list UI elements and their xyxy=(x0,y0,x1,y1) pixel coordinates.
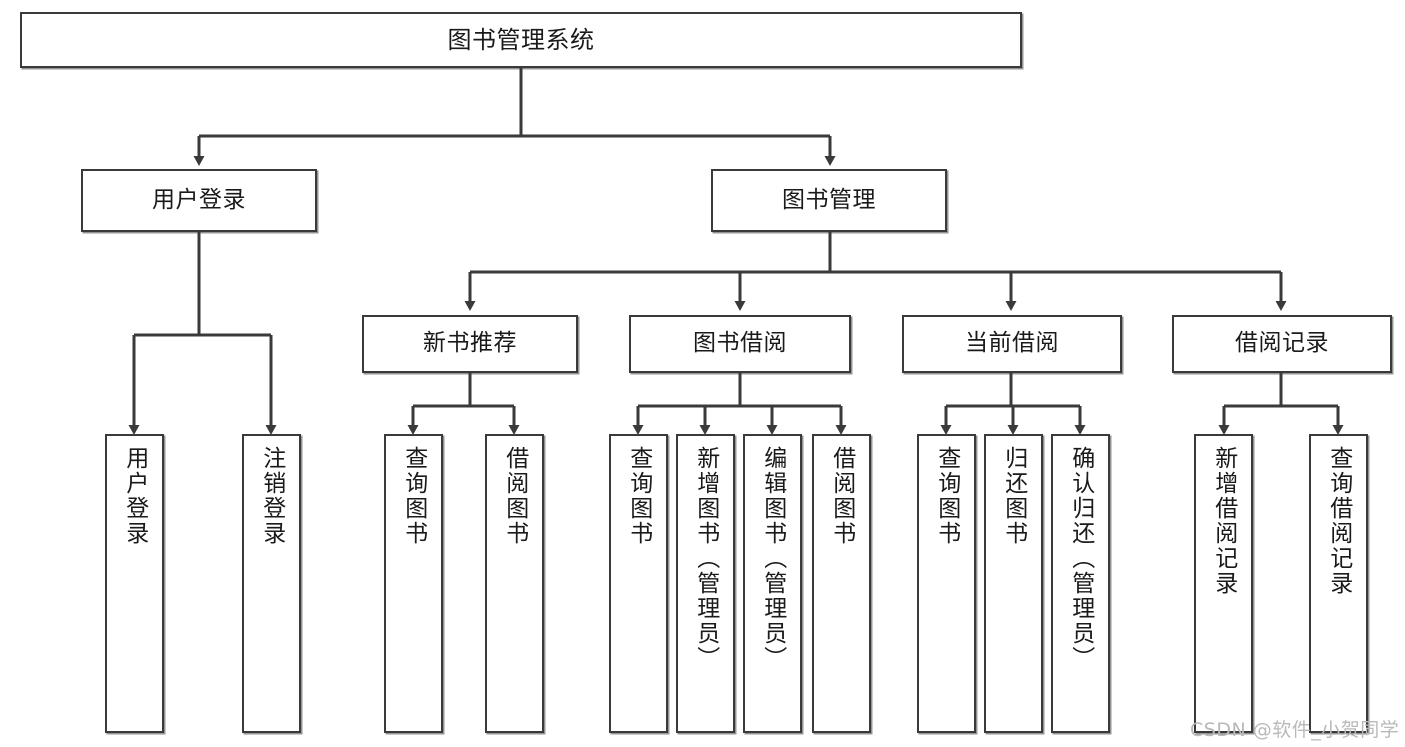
node-new-book-recommend[interactable]: 新书推荐 xyxy=(362,315,578,373)
node-label: 确认归还（管理员） xyxy=(1067,446,1094,671)
leaf-borrow-edit-book-admin[interactable]: 编辑图书（管理员） xyxy=(743,434,802,733)
leaf-user-logout[interactable]: 注销登录 xyxy=(242,434,301,733)
leaf-current-return-book[interactable]: 归还图书 xyxy=(984,434,1043,733)
node-label: 借阅记录 xyxy=(1235,330,1329,357)
leaf-current-query-book[interactable]: 查询图书 xyxy=(917,434,976,733)
leaf-borrow-query-book[interactable]: 查询图书 xyxy=(609,434,668,733)
watermark-text: CSDN @软件_小贺同学 xyxy=(1190,719,1400,741)
node-label: 图书借阅 xyxy=(693,330,787,357)
node-label: 查询图书 xyxy=(625,446,652,546)
leaf-recommend-query-book[interactable]: 查询图书 xyxy=(384,434,443,733)
node-label: 借阅图书 xyxy=(828,446,855,546)
node-label: 新增图书（管理员） xyxy=(692,446,719,671)
node-label: 编辑图书（管理员） xyxy=(759,446,786,671)
node-label: 查询借阅记录 xyxy=(1325,446,1352,596)
node-label: 新书推荐 xyxy=(423,330,517,357)
node-label: 注销登录 xyxy=(258,446,285,546)
node-user-login[interactable]: 用户登录 xyxy=(81,169,317,232)
node-book-borrow[interactable]: 图书借阅 xyxy=(629,315,851,373)
node-label: 新增借阅记录 xyxy=(1210,446,1237,596)
node-label: 借阅图书 xyxy=(501,446,528,546)
node-label: 用户登录 xyxy=(121,446,148,546)
node-label: 查询图书 xyxy=(933,446,960,546)
node-label: 查询图书 xyxy=(400,446,427,546)
leaf-record-query-record[interactable]: 查询借阅记录 xyxy=(1309,434,1368,733)
node-label: 图书管理系统 xyxy=(447,25,595,54)
node-label: 当前借阅 xyxy=(965,330,1059,357)
node-label: 图书管理 xyxy=(782,186,876,213)
leaf-borrow-add-book-admin[interactable]: 新增图书（管理员） xyxy=(676,434,735,733)
leaf-record-add-record[interactable]: 新增借阅记录 xyxy=(1194,434,1253,733)
leaf-current-confirm-return-admin[interactable]: 确认归还（管理员） xyxy=(1051,434,1110,733)
leaf-user-login[interactable]: 用户登录 xyxy=(105,434,164,733)
node-label: 用户登录 xyxy=(152,186,246,213)
node-current-borrow[interactable]: 当前借阅 xyxy=(902,315,1122,373)
node-borrow-record[interactable]: 借阅记录 xyxy=(1172,315,1392,373)
node-book-management[interactable]: 图书管理 xyxy=(711,169,947,232)
leaf-borrow-borrow-book[interactable]: 借阅图书 xyxy=(812,434,871,733)
node-root-system[interactable]: 图书管理系统 xyxy=(20,12,1022,68)
leaf-recommend-borrow-book[interactable]: 借阅图书 xyxy=(485,434,544,733)
node-label: 归还图书 xyxy=(1000,446,1027,546)
